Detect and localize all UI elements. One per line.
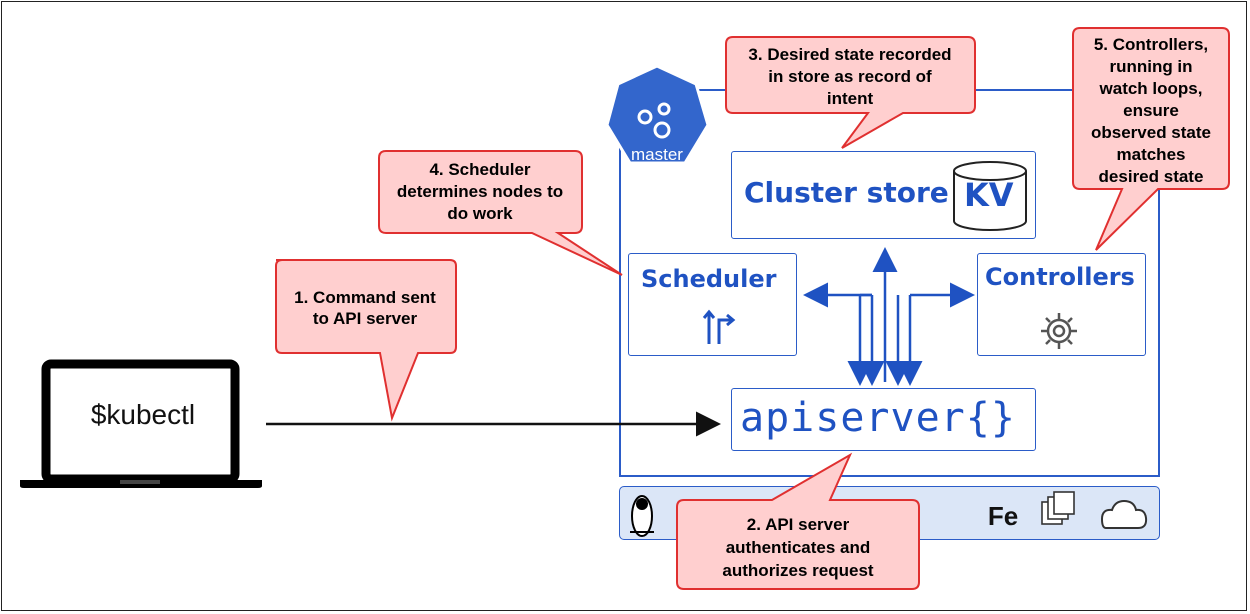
- kv-label: KV: [964, 176, 1014, 214]
- master-badge-label: master: [631, 145, 683, 164]
- callout-step1-shape: [275, 259, 457, 422]
- callout-step3-line3: intent: [827, 89, 874, 108]
- controllers-box: Controllers: [977, 253, 1146, 356]
- kv-database-icon: [953, 161, 1027, 231]
- cloud-icon: [1100, 499, 1148, 529]
- callout-step5-line4: ensure: [1123, 101, 1179, 120]
- callout-step3-shape: [725, 36, 976, 149]
- callout-step2-shape: [676, 452, 920, 590]
- controllers-label: Controllers: [985, 263, 1135, 291]
- callout-step5-line1: 5. Controllers,: [1094, 35, 1208, 54]
- callout-step5-line6: matches: [1117, 145, 1186, 164]
- callout-step2-line2: authenticates and: [726, 538, 871, 557]
- scheduler-box: Scheduler: [628, 253, 797, 356]
- apiserver-label: apiserver{}: [740, 395, 1016, 441]
- callout-step2-line1: 2. API server: [747, 515, 850, 534]
- callout-step1-line1: 1. Command sent: [294, 288, 436, 307]
- callout-step3-line2: in store as record of: [768, 67, 932, 86]
- linux-penguin-icon: [630, 495, 654, 537]
- callout-step4-shape: [378, 150, 623, 276]
- callout-step5-line7: desired state: [1099, 167, 1204, 186]
- callout-step5-line3: watch loops,: [1099, 79, 1203, 98]
- callout-step5-line5: observed state: [1091, 123, 1211, 142]
- callout-step4-line2: determines nodes to: [397, 182, 563, 201]
- apiserver-box: apiserver{}: [731, 388, 1036, 451]
- callout-step3-line1: 3. Desired state recorded: [748, 45, 951, 64]
- store-api-arrows: [803, 247, 975, 386]
- callout-step4-line3: do work: [447, 204, 513, 223]
- scheduler-route-icon: [702, 309, 736, 344]
- scheduler-label: Scheduler: [641, 265, 777, 293]
- cluster-store-label: Cluster store: [744, 176, 949, 209]
- callout-step4-line1: 4. Scheduler: [429, 160, 530, 179]
- callout-step5-shape: [1072, 27, 1230, 251]
- callout-step1-line2: to API server: [313, 309, 418, 328]
- laptop-icon: [20, 359, 262, 488]
- gear-icon: [1041, 313, 1077, 349]
- cluster-store-box: Cluster store KV: [731, 151, 1036, 239]
- callout-step5-line2: running in: [1109, 57, 1192, 76]
- callout-step2-line3: authorizes request: [722, 561, 873, 580]
- fe-label: Fe: [988, 501, 1018, 531]
- vm-stack-icon: [1041, 491, 1075, 525]
- kubectl-command: $kubectl: [91, 399, 195, 430]
- master-badge-icon: [605, 64, 710, 165]
